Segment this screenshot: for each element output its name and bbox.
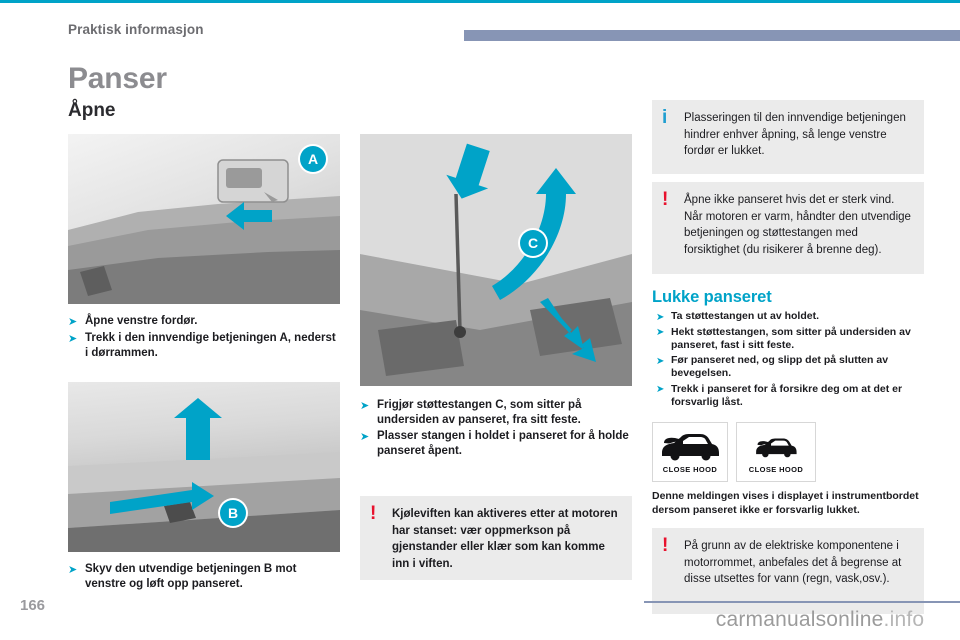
close-hood-tile-small-label: CLOSE HOOD [748, 465, 804, 474]
open-step-list-1: ➤ Åpne venstre fordør. ➤ Trekk i den inn… [68, 314, 340, 362]
callout-c: C [520, 230, 546, 256]
list-item: ➤ Plasser stangen i holdet i panseret fo… [360, 429, 632, 458]
list-item-label: Frigjør støttestangen C, som sitter på u… [377, 399, 582, 426]
list-item-label: Plasser stangen i holdet i panseret for … [377, 430, 629, 457]
list-item-label: Åpne venstre fordør. [85, 315, 198, 327]
bullet-arrow-icon: ➤ [656, 311, 665, 323]
notice-water-warning-text: På grunn av de elektriske komponentene i… [684, 540, 902, 585]
page-title: Panser [68, 62, 167, 95]
notice-wind-warning: ! Åpne ikke panseret hvis det er sterk v… [652, 182, 924, 274]
figure-hood-exterior-release: B [68, 382, 340, 552]
bullet-arrow-icon: ➤ [360, 399, 370, 412]
callout-a: A [300, 146, 326, 172]
car-side-icon [662, 434, 719, 461]
watermark: carmanualsonline.info [680, 608, 960, 632]
open-step-list-3: ➤ Frigjør støttestangen C, som sitter på… [360, 398, 632, 460]
list-item-label: Skyv den utvendige betjeningen B mot ven… [85, 563, 297, 590]
page-number: 166 [20, 597, 46, 614]
notice-interior-release-text: Plasseringen til den innvendige betjenin… [684, 112, 906, 157]
watermark-tld: .info [883, 608, 925, 631]
bullet-arrow-icon: ➤ [68, 332, 78, 345]
bullet-arrow-icon: ➤ [656, 355, 665, 367]
bullet-arrow-icon: ➤ [68, 315, 78, 328]
bullet-arrow-icon: ➤ [360, 430, 370, 443]
figure-hood-support-rod: C [360, 134, 632, 386]
page-subtitle: Åpne [68, 100, 116, 121]
close-hood-tile-large: CLOSE HOOD [652, 422, 728, 482]
chapter-title: Praktisk informasjon [68, 22, 204, 37]
warning-icon: ! [662, 535, 669, 556]
footer-rule [644, 601, 960, 603]
top-accent-rule [0, 0, 960, 3]
warning-icon: ! [370, 503, 377, 524]
callout-b: B [220, 500, 246, 526]
close-step-list: ➤ Ta støttestangen ut av holdet. ➤ Hekt … [656, 310, 924, 411]
close-hood-tile-small: CLOSE HOOD [736, 422, 816, 482]
list-item: ➤ Hekt støttestangen, som sitter på unde… [656, 326, 924, 352]
info-icon: i [662, 107, 668, 128]
figure-b-artwork [68, 398, 340, 552]
list-item-label: Hekt støttestangen, som sitter på unders… [671, 325, 911, 351]
notice-interior-release-info: i Plasseringen til den innvendige betjen… [652, 100, 924, 174]
list-item-label: Før panseret ned, og slipp det på slutte… [671, 354, 889, 380]
open-step-list-2: ➤ Skyv den utvendige betjeningen B mot v… [68, 562, 340, 593]
list-item-label: Trekk i den innvendige betjeningen A, ne… [85, 332, 336, 359]
figure-hood-interior-release: A [68, 134, 340, 304]
notice-water-warning: ! På grunn av de elektriske komponentene… [652, 528, 924, 614]
list-item: ➤ Ta støttestangen ut av holdet. [656, 310, 924, 324]
list-item: ➤ Trekk i panseret for å forsikre deg om… [656, 383, 924, 409]
bullet-arrow-icon: ➤ [656, 327, 665, 339]
watermark-main: carmanualsonline [715, 608, 884, 631]
bullet-arrow-icon: ➤ [68, 563, 78, 576]
list-item-label: Trekk i panseret for å forsikre deg om a… [671, 382, 903, 408]
list-item: ➤ Åpne venstre fordør. [68, 314, 340, 329]
list-item: ➤ Skyv den utvendige betjeningen B mot v… [68, 562, 340, 591]
close-hood-caption: Denne meldingen vises i displayet i inst… [652, 490, 919, 516]
list-item: ➤ Frigjør støttestangen C, som sitter på… [360, 398, 632, 427]
list-item-label: Ta støttestangen ut av holdet. [671, 310, 819, 322]
notice-cooling-fan-text: Kjøleviften kan aktiveres etter at motor… [392, 508, 618, 570]
car-side-icon [756, 438, 797, 458]
list-item: ➤ Før panseret ned, og slipp det på slut… [656, 354, 924, 380]
section-heading-close-hood: Lukke panseret [652, 288, 772, 306]
warning-icon: ! [662, 189, 669, 210]
figure-a-artwork [68, 159, 340, 304]
close-hood-tile-large-label: CLOSE HOOD [662, 465, 718, 474]
notice-wind-warning-text: Åpne ikke panseret hvis det er sterk vin… [684, 194, 911, 256]
header-bar [464, 30, 960, 41]
list-item: ➤ Trekk i den innvendige betjeningen A, … [68, 331, 340, 360]
notice-cooling-fan: ! Kjøleviften kan aktiveres etter at mot… [360, 496, 632, 580]
figure-c-artwork [360, 134, 632, 386]
bullet-arrow-icon: ➤ [656, 384, 665, 396]
